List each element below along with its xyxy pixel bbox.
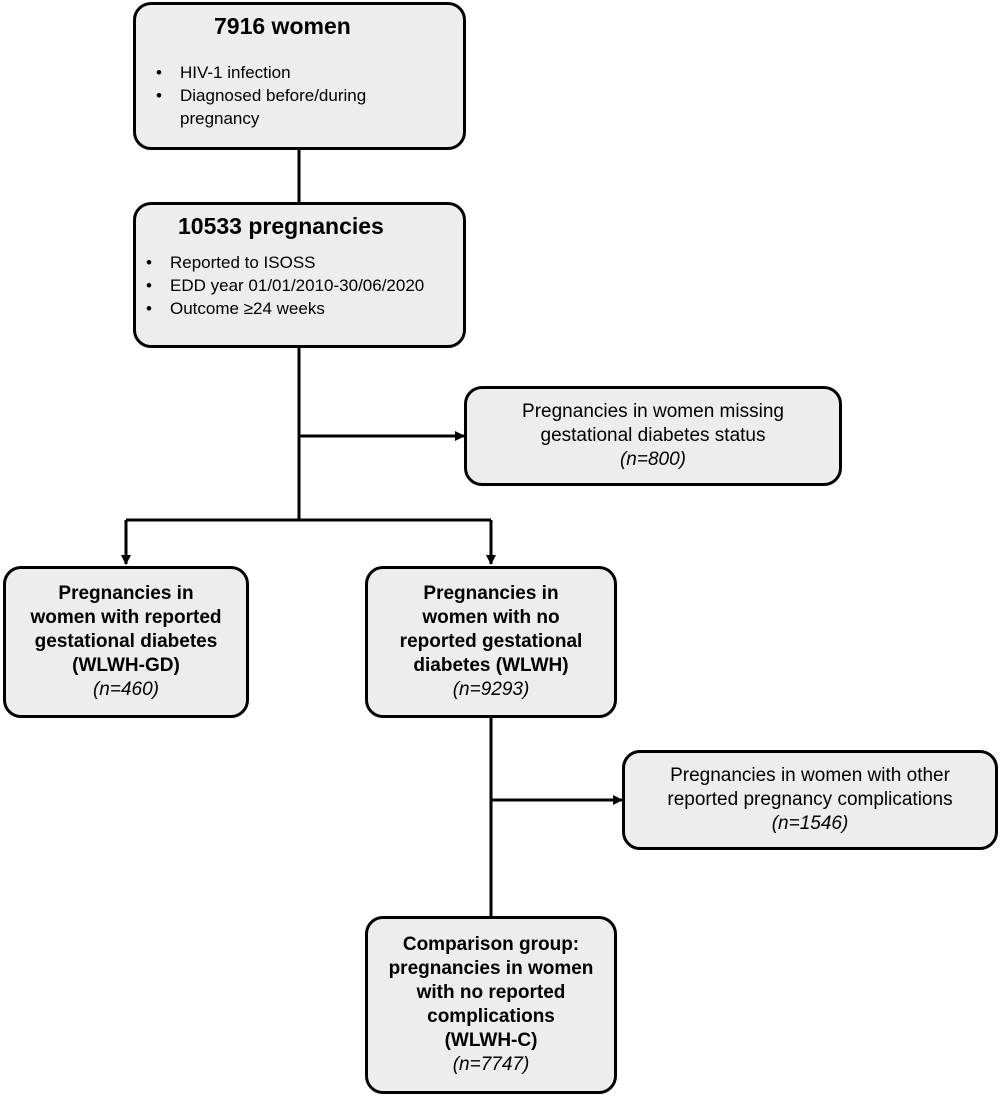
women-criterion: Diagnosed before/during pregnancy: [148, 84, 410, 130]
nogd-line-4: diabetes (WLWH): [413, 655, 569, 676]
pregnancies-criterion: EDD year 01/01/2010-30/06/2020: [138, 274, 458, 297]
comparison-line-5: (WLWH-C): [444, 1030, 538, 1051]
wlwh-gd-box: Pregnancies in women with reported gesta…: [3, 566, 249, 718]
gd-line-3: gestational diabetes: [34, 631, 218, 652]
comparison-line-1: Comparison group:: [402, 934, 580, 955]
women-criteria-list: HIV-1 infection Diagnosed before/during …: [148, 61, 448, 130]
nogd-line-1: Pregnancies in: [423, 583, 559, 604]
missing-gd-status-box: Pregnancies in women missing gestational…: [464, 386, 842, 486]
women-box: 7916 women HIV-1 infection Diagnosed bef…: [133, 2, 466, 150]
missing-line-2: gestational diabetes status: [540, 425, 766, 446]
gd-count: (n=460): [92, 679, 160, 700]
comparison-line-4: complications: [427, 1006, 555, 1027]
pregnancies-criterion: Outcome ≥24 weeks: [138, 297, 458, 320]
nogd-count: (n=9293): [452, 679, 530, 700]
wlwh-box: Pregnancies in women with no reported ge…: [365, 566, 617, 718]
pregnancies-box: 10533 pregnancies Reported to ISOSS EDD …: [133, 202, 466, 348]
pregnancies-criterion: Reported to ISOSS: [138, 251, 458, 274]
nogd-line-2: women with no: [422, 607, 560, 628]
gd-line-2: women with reported: [30, 607, 222, 628]
gd-line-1: Pregnancies in: [58, 583, 194, 604]
nogd-line-3: reported gestational: [399, 631, 583, 652]
other-complications-box: Pregnancies in women with other reported…: [622, 750, 998, 850]
missing-count: (n=800): [619, 449, 687, 470]
women-title: 7916 women: [214, 13, 351, 39]
comparison-line-2: pregnancies in women: [388, 958, 594, 979]
pregnancies-title: 10533 pregnancies: [178, 213, 384, 239]
comparison-count: (n=7747): [452, 1054, 530, 1075]
pregnancies-criteria-list: Reported to ISOSS EDD year 01/01/2010-30…: [138, 251, 458, 320]
women-criterion: HIV-1 infection: [148, 61, 448, 84]
other-line-1: Pregnancies in women with other: [670, 765, 950, 786]
comparison-group-box: Comparison group: pregnancies in women w…: [365, 916, 617, 1094]
other-line-2: reported pregnancy complications: [667, 789, 953, 810]
missing-line-1: Pregnancies in women missing: [522, 401, 784, 422]
other-count: (n=1546): [771, 813, 849, 834]
gd-line-4: (WLWH-GD): [72, 655, 180, 676]
comparison-line-3: with no reported: [416, 982, 566, 1003]
